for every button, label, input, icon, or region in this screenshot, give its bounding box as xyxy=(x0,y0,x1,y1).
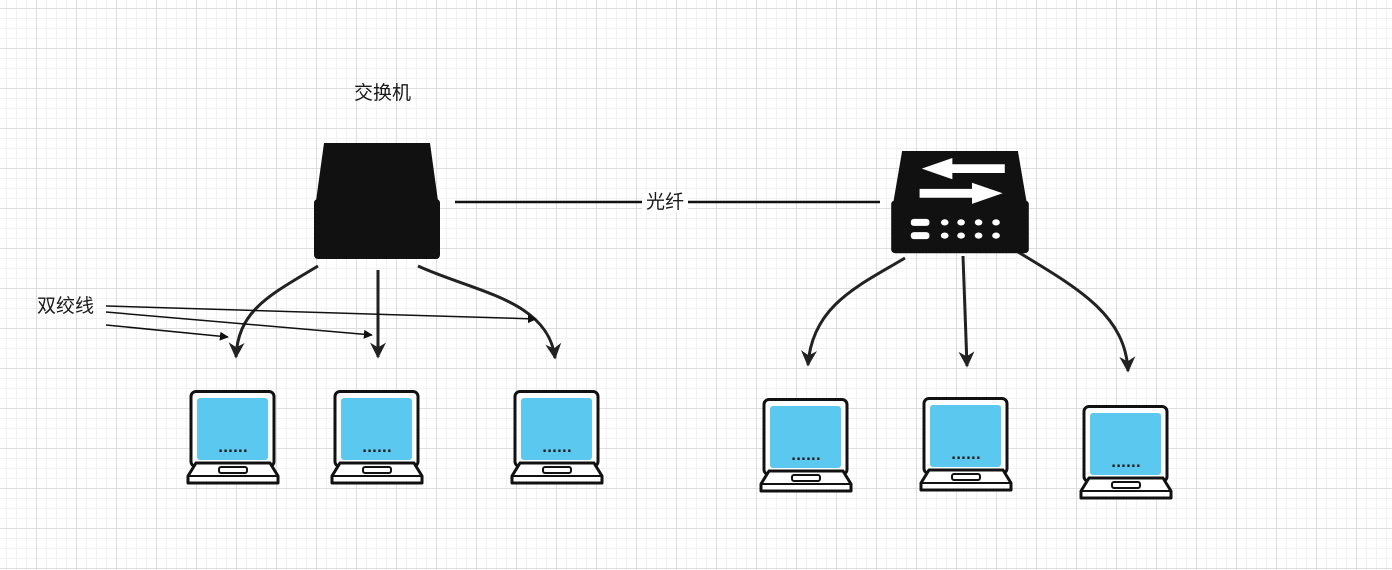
cable-left-3 xyxy=(417,264,562,360)
laptop-screen-text: ...... xyxy=(362,441,392,456)
laptop-screen-text: ...... xyxy=(218,441,248,456)
laptop-icon: ...... xyxy=(186,390,280,485)
annotation-arrow-1 xyxy=(105,324,229,341)
switch-icon xyxy=(314,143,440,259)
laptop-screen-text: ...... xyxy=(542,441,572,456)
laptop-screen-text: ...... xyxy=(951,448,981,463)
annotation-arrow-3 xyxy=(105,305,537,324)
laptop-icon: ...... xyxy=(759,398,853,493)
twisted-pair-label: 双绞线 xyxy=(37,295,95,317)
laptop-icon: ...... xyxy=(510,390,604,485)
switch-label: 交换机 xyxy=(354,82,412,104)
switch-icon xyxy=(891,151,1029,254)
laptop-icon: ...... xyxy=(919,397,1013,492)
laptop-icon: ...... xyxy=(330,390,424,485)
laptop-screen-text: ...... xyxy=(1111,456,1141,471)
cable-right-2 xyxy=(958,255,975,368)
cable-left-1 xyxy=(228,264,319,359)
annotation-arrow-2 xyxy=(105,311,373,339)
laptop-icon: ...... xyxy=(1079,405,1173,500)
laptop-screen-text: ...... xyxy=(791,449,821,464)
cable-right-1 xyxy=(800,256,906,367)
fiber-label: 光纤 xyxy=(642,193,689,212)
